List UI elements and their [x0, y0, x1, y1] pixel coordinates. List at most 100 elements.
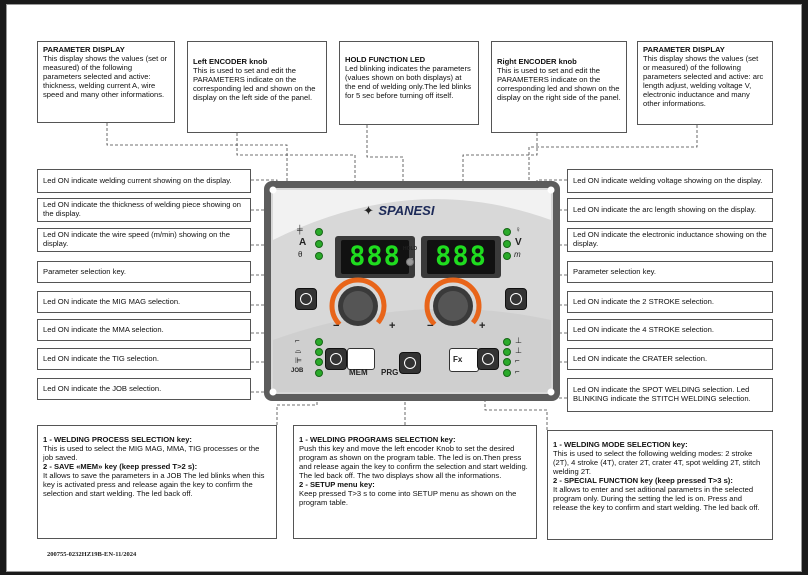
top-box-title: PARAMETER DISPLAY	[43, 45, 125, 54]
led-tig	[315, 358, 323, 366]
led-spot	[503, 369, 511, 377]
left-box-text: Led ON indicate the JOB selection.	[43, 383, 162, 393]
bottom-box-process-key: 1 - WELDING PROCESS SELECTION key: This …	[37, 425, 277, 539]
right-box-text: Led ON indicate the electronic inductanc…	[573, 230, 767, 248]
top-box-body: This display shows the values (set or me…	[643, 53, 764, 108]
2-stroke-icon: ⊥	[515, 336, 522, 345]
left-knob-minus: −	[333, 320, 340, 332]
crater-icon: ⌐	[515, 356, 520, 365]
led-arc-length	[503, 228, 511, 236]
4-stroke-icon: ⊥	[515, 346, 522, 355]
right-box-spot: Led ON indicate the SPOT WELDING selecti…	[567, 378, 773, 412]
bottom-box-body-1: This is used to select the MIG MAG, MMA,…	[43, 443, 260, 462]
job-label: JOB	[291, 368, 304, 374]
tig-icon: ⊫	[295, 356, 302, 365]
right-box-4-stroke: Led ON indicate the 4 STROKE selection.	[567, 319, 773, 341]
right-box-text: Led ON indicate the arc length showing o…	[573, 204, 757, 214]
left-display: 888	[341, 240, 409, 274]
top-box-body: This is used to set and edit the PARAMET…	[193, 65, 316, 102]
bottom-box-body-1: Push this key and move the left encoder …	[299, 443, 528, 480]
bottom-box-title-2: 2 - SAVE «MEM» key (keep pressed T>2 s):	[43, 461, 198, 471]
brand-name: SPANESI	[378, 203, 435, 218]
manual-sheet: PARAMETER DISPLAY This display shows the…	[6, 4, 802, 572]
arc-length-icon: ♀	[515, 225, 521, 234]
left-box-mma: Led ON indicate the MMA selection.	[37, 319, 251, 341]
right-box-text: Led ON indicate the 2 STROKE selection.	[573, 296, 714, 306]
bottom-box-title-1: 1 - WELDING PROGRAMS SELECTION key:	[299, 435, 456, 444]
left-box-text: Led ON indicate the TIG selection.	[43, 353, 159, 363]
mem-label: MEM	[349, 368, 368, 377]
document-code: 200755-0232HZ19B-EN-11/2024	[47, 551, 137, 558]
right-display: 888	[427, 240, 495, 274]
led-wire-speed	[315, 252, 323, 260]
left-box-text: Led ON indicate the thickness of welding…	[43, 200, 241, 218]
left-box-wire-speed: Led ON indicate the wire speed (m/min) s…	[37, 228, 251, 252]
control-panel: 888 888 HOLD ✦ SPANESI ╪ A θ ♀ V m − + −…	[263, 180, 561, 402]
right-box-text: Led ON indicate the CRATER selection.	[573, 353, 708, 363]
mode-select-key[interactable]	[477, 348, 499, 370]
led-voltage	[503, 240, 511, 248]
left-box-thickness: Led ON indicate the thickness of welding…	[37, 198, 251, 222]
left-box-param-key: Parameter selection key.	[37, 261, 251, 283]
bottom-box-mode-key: 1 - WELDING MODE SELECTION key: This is …	[547, 430, 773, 540]
bottom-box-title-1: 1 - WELDING MODE SELECTION key:	[553, 440, 688, 449]
top-box-hold-led: HOLD FUNCTION LED Led blinking indicates…	[339, 41, 479, 125]
left-box-text: Led ON indicate the MMA selection.	[43, 324, 164, 334]
left-encoder-knob[interactable]	[338, 286, 378, 326]
bottom-box-body-2: It allows to enter and set aditional par…	[553, 484, 760, 512]
right-box-param-key: Parameter selection key.	[567, 261, 773, 283]
right-box-inductance: Led ON indicate the electronic inductanc…	[567, 228, 773, 252]
led-thickness	[315, 228, 323, 236]
right-box-text: Led ON indicate the SPOT WELDING selecti…	[573, 385, 751, 403]
left-box-tig: Led ON indicate the TIG selection.	[37, 348, 251, 370]
bottom-box-programs-key: 1 - WELDING PROGRAMS SELECTION key: Push…	[293, 425, 537, 539]
left-box-current: Led ON indicate welding current showing …	[37, 169, 251, 193]
star-icon: ✦	[363, 203, 374, 218]
thickness-icon: ╪	[297, 225, 303, 234]
led-mma	[315, 348, 323, 356]
top-box-title: PARAMETER DISPLAY	[643, 45, 725, 54]
program-select-key[interactable]	[399, 352, 421, 374]
mem-key[interactable]	[347, 348, 375, 370]
top-box-left-encoder: Left ENCODER knob This is used to set an…	[187, 41, 327, 133]
spot-icon: ⌐	[515, 367, 520, 376]
hold-led	[406, 258, 414, 266]
top-box-right-display: PARAMETER DISPLAY This display shows the…	[637, 41, 773, 125]
top-box-left-display: PARAMETER DISPLAY This display shows the…	[37, 41, 175, 123]
left-box-text: Parameter selection key.	[43, 266, 127, 276]
spanesi-logo: ✦ SPANESI	[363, 202, 434, 220]
bottom-box-title-2: 2 - SPECIAL FUNCTION key (keep pressed T…	[553, 475, 733, 485]
led-2-stroke	[503, 338, 511, 346]
hold-label: HOLD	[403, 246, 418, 252]
bottom-box-body-2: Keep pressed T>3 s to come into SETUP me…	[299, 488, 517, 507]
bottom-box-title-1: 1 - WELDING PROCESS SELECTION key:	[43, 435, 192, 444]
left-box-text: Led ON indicate the MIG MAG selection.	[43, 296, 181, 306]
left-box-job: Led ON indicate the JOB selection.	[37, 378, 251, 400]
top-box-title: Left ENCODER knob	[193, 57, 268, 66]
right-box-text: Parameter selection key.	[573, 266, 657, 276]
left-box-text: Led ON indicate the wire speed (m/min) s…	[43, 230, 230, 248]
left-param-select-key[interactable]	[295, 288, 317, 310]
fx-key-frame	[449, 348, 479, 372]
process-select-key[interactable]	[325, 348, 347, 370]
right-encoder-knob[interactable]	[433, 286, 473, 326]
right-knob-plus: +	[479, 320, 486, 332]
led-job	[315, 369, 323, 377]
led-crater	[503, 358, 511, 366]
left-box-migmag: Led ON indicate the MIG MAG selection.	[37, 291, 251, 313]
right-param-select-key[interactable]	[505, 288, 527, 310]
right-knob-minus: −	[427, 320, 434, 332]
top-box-body: This display shows the values (set or me…	[43, 53, 168, 99]
right-box-arc-length: Led ON indicate the arc length showing o…	[567, 198, 773, 222]
mig-mag-icon: ⌐	[295, 336, 300, 345]
prg-label: PRG	[381, 368, 399, 377]
led-current	[315, 240, 323, 248]
top-box-title: Right ENCODER knob	[497, 57, 577, 66]
right-box-2-stroke: Led ON indicate the 2 STROKE selection.	[567, 291, 773, 313]
top-box-body: Led blinking indicates the parameters (v…	[345, 63, 472, 100]
left-box-text: Led ON indicate welding current showing …	[43, 175, 232, 185]
current-label: A	[299, 237, 307, 248]
right-box-text: Led ON indicate the 4 STROKE selection.	[573, 324, 714, 334]
right-box-voltage: Led ON indicate welding voltage showing …	[567, 169, 773, 193]
led-4-stroke	[503, 348, 511, 356]
